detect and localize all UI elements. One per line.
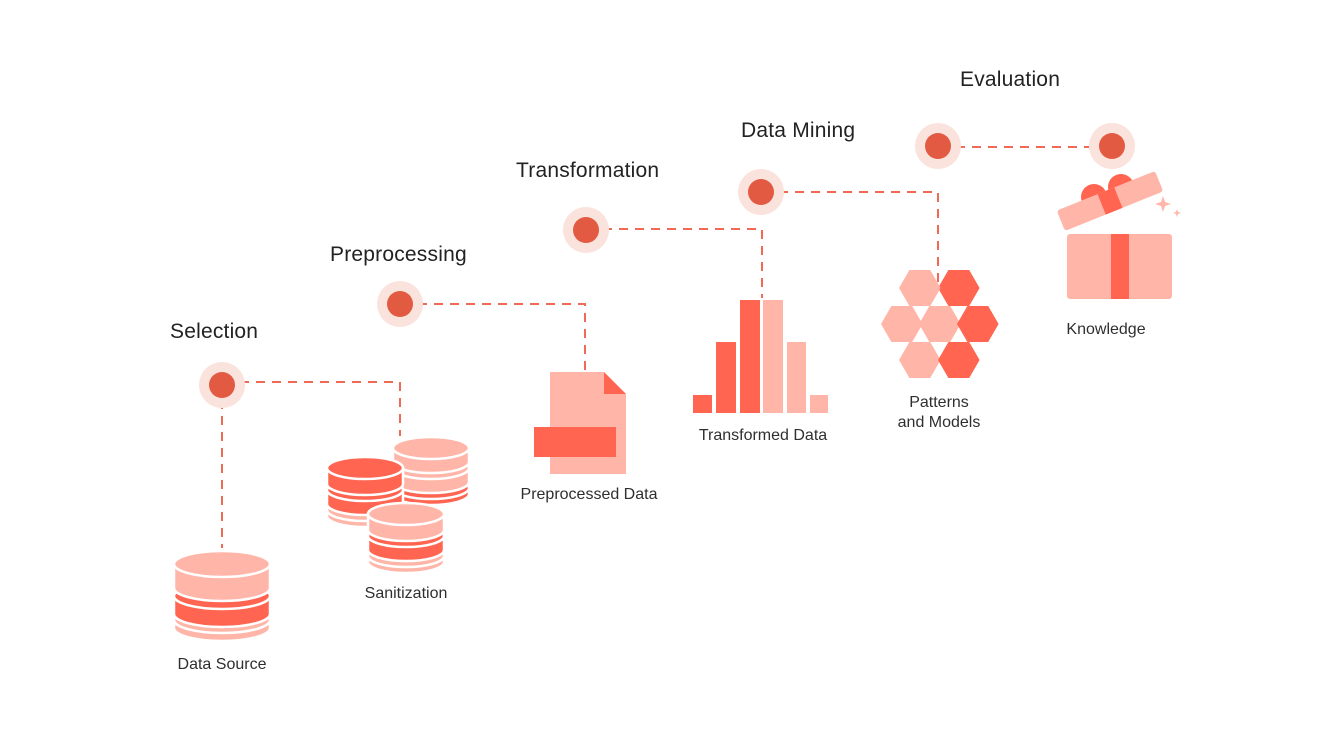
step-node-data-mining [738,169,784,215]
database-front [366,501,446,575]
dot-icon [748,179,774,205]
database-stack-icon [325,435,471,575]
dot-icon [209,372,235,398]
connector-transformation-transformed [603,228,763,298]
artifact-label-data-source: Data Source [177,656,267,673]
dot-icon [387,291,413,317]
database-back-right [391,435,471,507]
step-title-preprocessing: Preprocessing [330,243,467,266]
step-title-selection: Selection [170,320,259,343]
step-node-preprocessing [377,281,423,327]
connector-datamining-patterns [779,191,939,282]
step-title-evaluation: Evaluation [960,68,1061,91]
step-title-transformation: Transformation [516,159,660,182]
step-node-evaluation [915,123,961,169]
gift-box-icon [1057,171,1181,299]
document-icon [534,372,626,474]
step-node-selection [199,362,245,408]
dot-icon [925,133,951,159]
gift-lid [1057,171,1163,231]
artifact-label-patterns-and-models: Patterns and Models [898,393,981,433]
artifact-label-transformed-data: Transformed Data [698,427,828,444]
hexagon-cluster-icon [881,270,999,378]
dot-icon [573,217,599,243]
step-node-knowledge [1089,123,1135,169]
connector-preprocessing-preprocessed [418,303,586,372]
step-title-data-mining: Data Mining [741,119,856,142]
gift-ribbon [1111,234,1129,299]
database-icon [172,549,272,643]
artifact-label-line1: Patterns [909,394,969,411]
artifact-label-knowledge: Knowledge [1066,321,1146,338]
artifact-label-sanitization: Sanitization [364,585,448,602]
sparkle-icon [1155,196,1171,212]
artifact-label-line2: and Models [897,414,981,431]
bar-chart-icon [693,300,828,413]
dot-icon [1099,133,1125,159]
step-node-transformation [563,207,609,253]
connector-lines [221,146,1094,548]
artifact-label-preprocessed-data: Preprocessed Data [520,486,658,503]
connector-selection-sanitization [240,381,401,436]
sparkle-icon [1173,209,1181,217]
